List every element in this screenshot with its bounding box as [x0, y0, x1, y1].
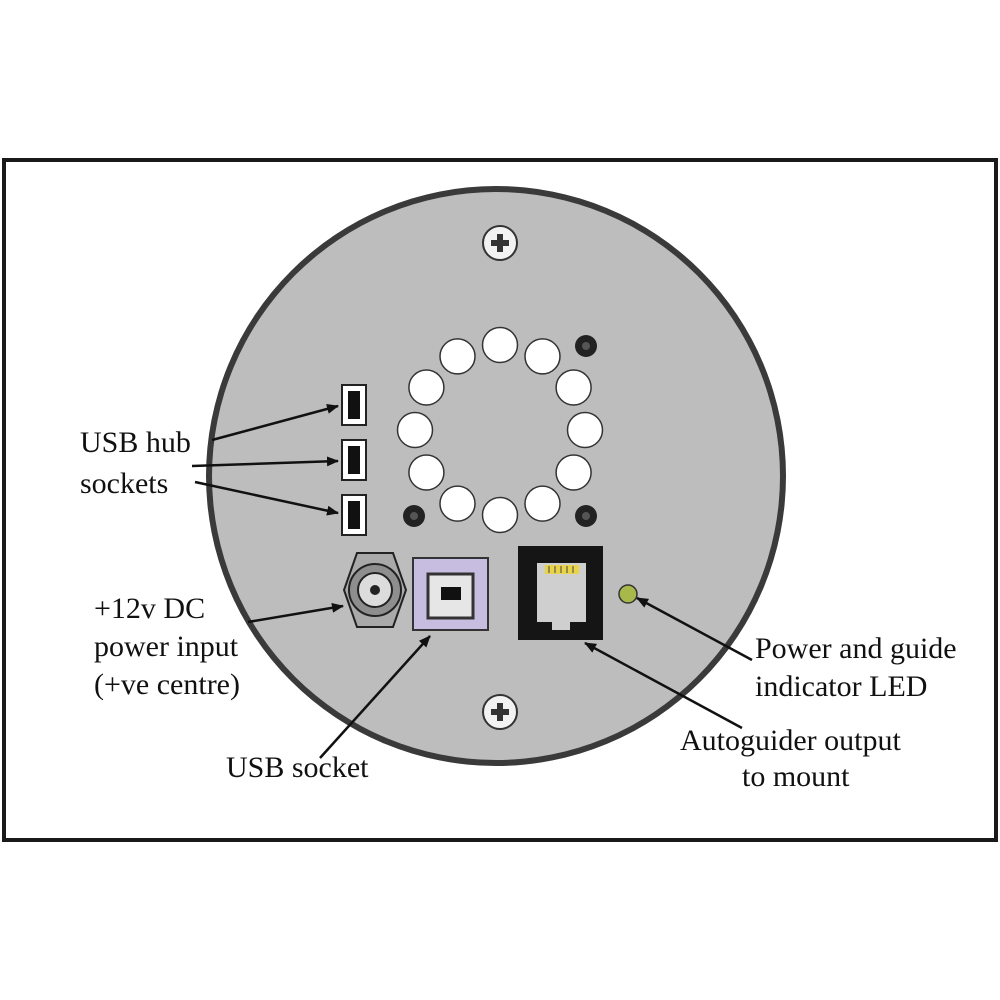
mount-hole-icon: [575, 335, 597, 357]
rear-plate-face: [212, 192, 780, 760]
vent-hole-icon: [439, 338, 476, 375]
arrow-usb-hub-3: [194, 480, 339, 516]
mount-hole-icon: [575, 505, 597, 527]
usb-hub-socket: [341, 384, 367, 426]
label-power-line2: power input: [94, 630, 239, 663]
arrow-usb-hub-1: [211, 404, 339, 442]
vent-hole-icon: [524, 485, 561, 522]
usb-hub-socket: [341, 439, 367, 481]
power-input-jack: [342, 552, 408, 628]
vent-hole-icon: [481, 496, 519, 534]
mount-hole-icon: [403, 505, 425, 527]
vent-hole-icon: [408, 369, 445, 406]
label-autoguider-line2: to mount: [742, 760, 850, 793]
bottom-screw-icon: [482, 694, 518, 730]
vent-hole-icon: [555, 454, 592, 491]
indicator-led: [618, 584, 638, 604]
label-autoguider-line1: Autoguider output: [680, 724, 901, 757]
vent-hole-icon: [566, 411, 604, 449]
vent-hole-icon: [555, 369, 592, 406]
label-led-line1: Power and guide: [755, 632, 957, 665]
autoguider-rj-socket: [518, 546, 603, 640]
label-usb-socket: USB socket: [226, 751, 369, 784]
label-usb-hub-line1: USB hub: [80, 426, 191, 459]
vent-hole-icon: [408, 454, 445, 491]
top-screw-icon: [482, 225, 518, 261]
usb-hub-socket: [341, 494, 367, 536]
arrow-usb-hub-2: [191, 456, 339, 468]
label-power-line1: +12v DC: [94, 592, 205, 625]
label-power-line3: (+ve centre): [94, 668, 240, 701]
vent-hole-icon: [481, 326, 519, 364]
vent-ring: [396, 326, 604, 534]
arrow-usb-socket: [319, 635, 431, 759]
label-usb-hub-line2: sockets: [80, 467, 168, 500]
arrow-led: [636, 596, 753, 662]
arrow-power-input: [247, 602, 344, 624]
label-led-line2: indicator LED: [755, 670, 927, 703]
vent-hole-icon: [439, 485, 476, 522]
usb-b-socket: [412, 557, 489, 631]
vent-hole-icon: [396, 411, 434, 449]
vent-hole-icon: [524, 338, 561, 375]
arrow-autoguider: [584, 641, 743, 730]
leader-lines: [191, 404, 753, 759]
